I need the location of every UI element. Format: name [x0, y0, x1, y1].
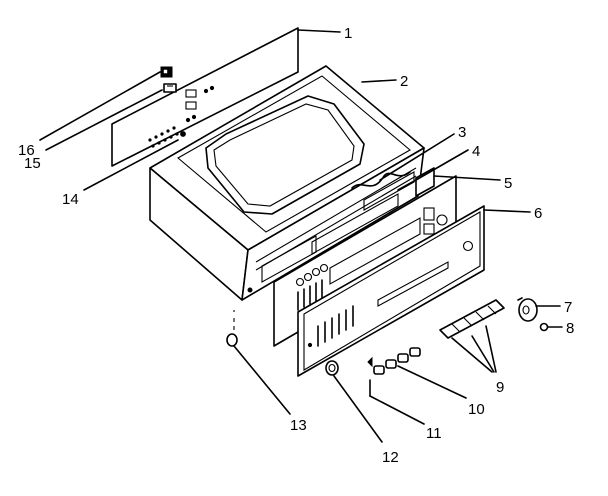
callout-13: 13	[290, 417, 307, 434]
part-8-small-knob	[539, 322, 549, 332]
part-13-knob	[226, 310, 238, 347]
callout-labels: 1 2 3 4 5 6 7 8 9 10 11 12 13 14 15 16	[18, 25, 574, 466]
callout-11: 11	[426, 425, 442, 442]
callout-15: 15	[24, 155, 41, 172]
callout-1: 1	[344, 25, 352, 42]
part-9-slider-knobs	[439, 299, 505, 339]
callout-7: 7	[564, 299, 572, 316]
callout-2: 2	[400, 73, 408, 90]
leader-lines	[39, 29, 563, 443]
callout-9: 9	[496, 379, 504, 396]
part-2-cabinet	[149, 65, 425, 301]
part-3-bracket	[397, 179, 417, 191]
callout-12: 12	[382, 449, 399, 466]
callout-6: 6	[534, 205, 542, 222]
part-10-push-buttons	[373, 347, 421, 375]
callout-14: 14	[62, 191, 79, 208]
callout-10: 10	[468, 401, 485, 418]
part-11-indicator	[367, 356, 373, 368]
callout-5: 5	[504, 175, 512, 192]
part-16-connector	[160, 66, 173, 78]
part-15-connector	[163, 83, 177, 93]
part-1-rear-panel	[111, 27, 299, 167]
callout-8: 8	[566, 320, 574, 337]
part-6-front-panel	[297, 205, 485, 377]
part-7-knob	[517, 297, 538, 322]
callout-3: 3	[458, 124, 466, 141]
part-4-plate	[415, 167, 435, 197]
callout-16: 16	[18, 142, 35, 159]
callout-4: 4	[472, 143, 480, 160]
part-12-knob	[325, 360, 339, 376]
